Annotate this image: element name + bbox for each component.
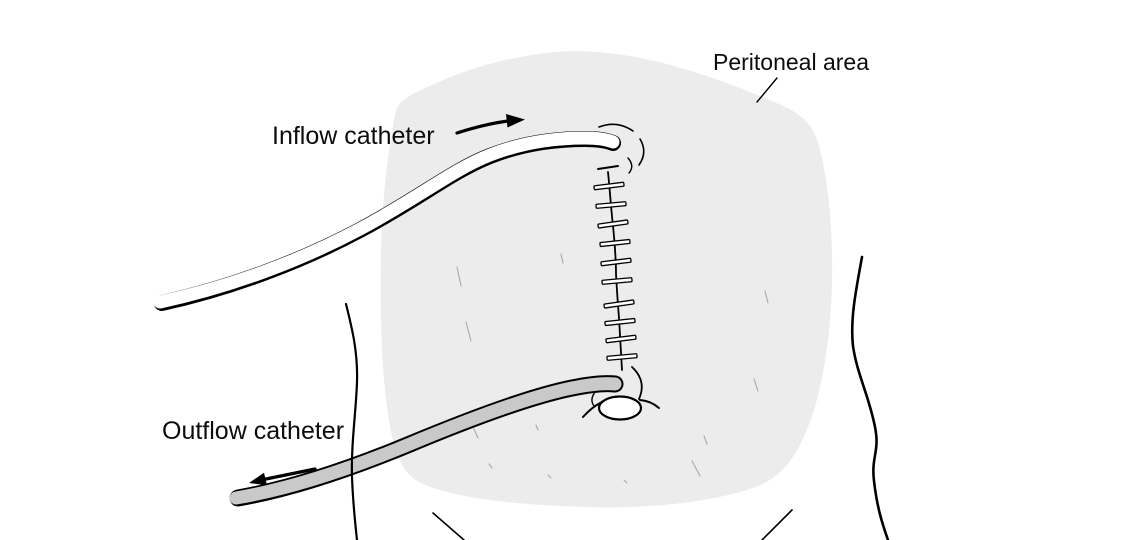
suture-stitches xyxy=(593,181,638,361)
suture-stitch xyxy=(600,257,632,267)
suture-stitch xyxy=(606,353,638,361)
suture-stitch xyxy=(601,277,633,285)
suture-stitch xyxy=(603,299,635,309)
inflow-catheter-label: Inflow catheter xyxy=(272,122,435,150)
incision-entry-arcs-top xyxy=(598,123,645,174)
sutured-incision xyxy=(593,165,638,371)
navel xyxy=(582,395,660,421)
outflow-direction-arrow-icon xyxy=(249,467,317,486)
right-body-contour xyxy=(850,255,890,540)
outflow-catheter-label: Outflow catheter xyxy=(162,417,345,445)
suture-stitch xyxy=(593,181,625,191)
suture-stitch xyxy=(595,201,627,209)
inflow-direction-arrow-icon xyxy=(455,114,525,135)
peritoneal-area-label: Peritoneal area xyxy=(713,49,869,75)
right-groin-line xyxy=(761,509,793,540)
left-body-contour xyxy=(344,302,359,540)
left-groin-line xyxy=(432,512,465,540)
peritoneal-label-leader-line xyxy=(756,77,778,103)
suture-stitch xyxy=(605,334,637,344)
suture-stitch xyxy=(597,219,629,229)
suture-stitch xyxy=(599,238,631,248)
outflow-catheter-tube xyxy=(229,375,624,507)
inflow-catheter-tube xyxy=(153,130,621,311)
suture-stitch xyxy=(604,317,636,327)
